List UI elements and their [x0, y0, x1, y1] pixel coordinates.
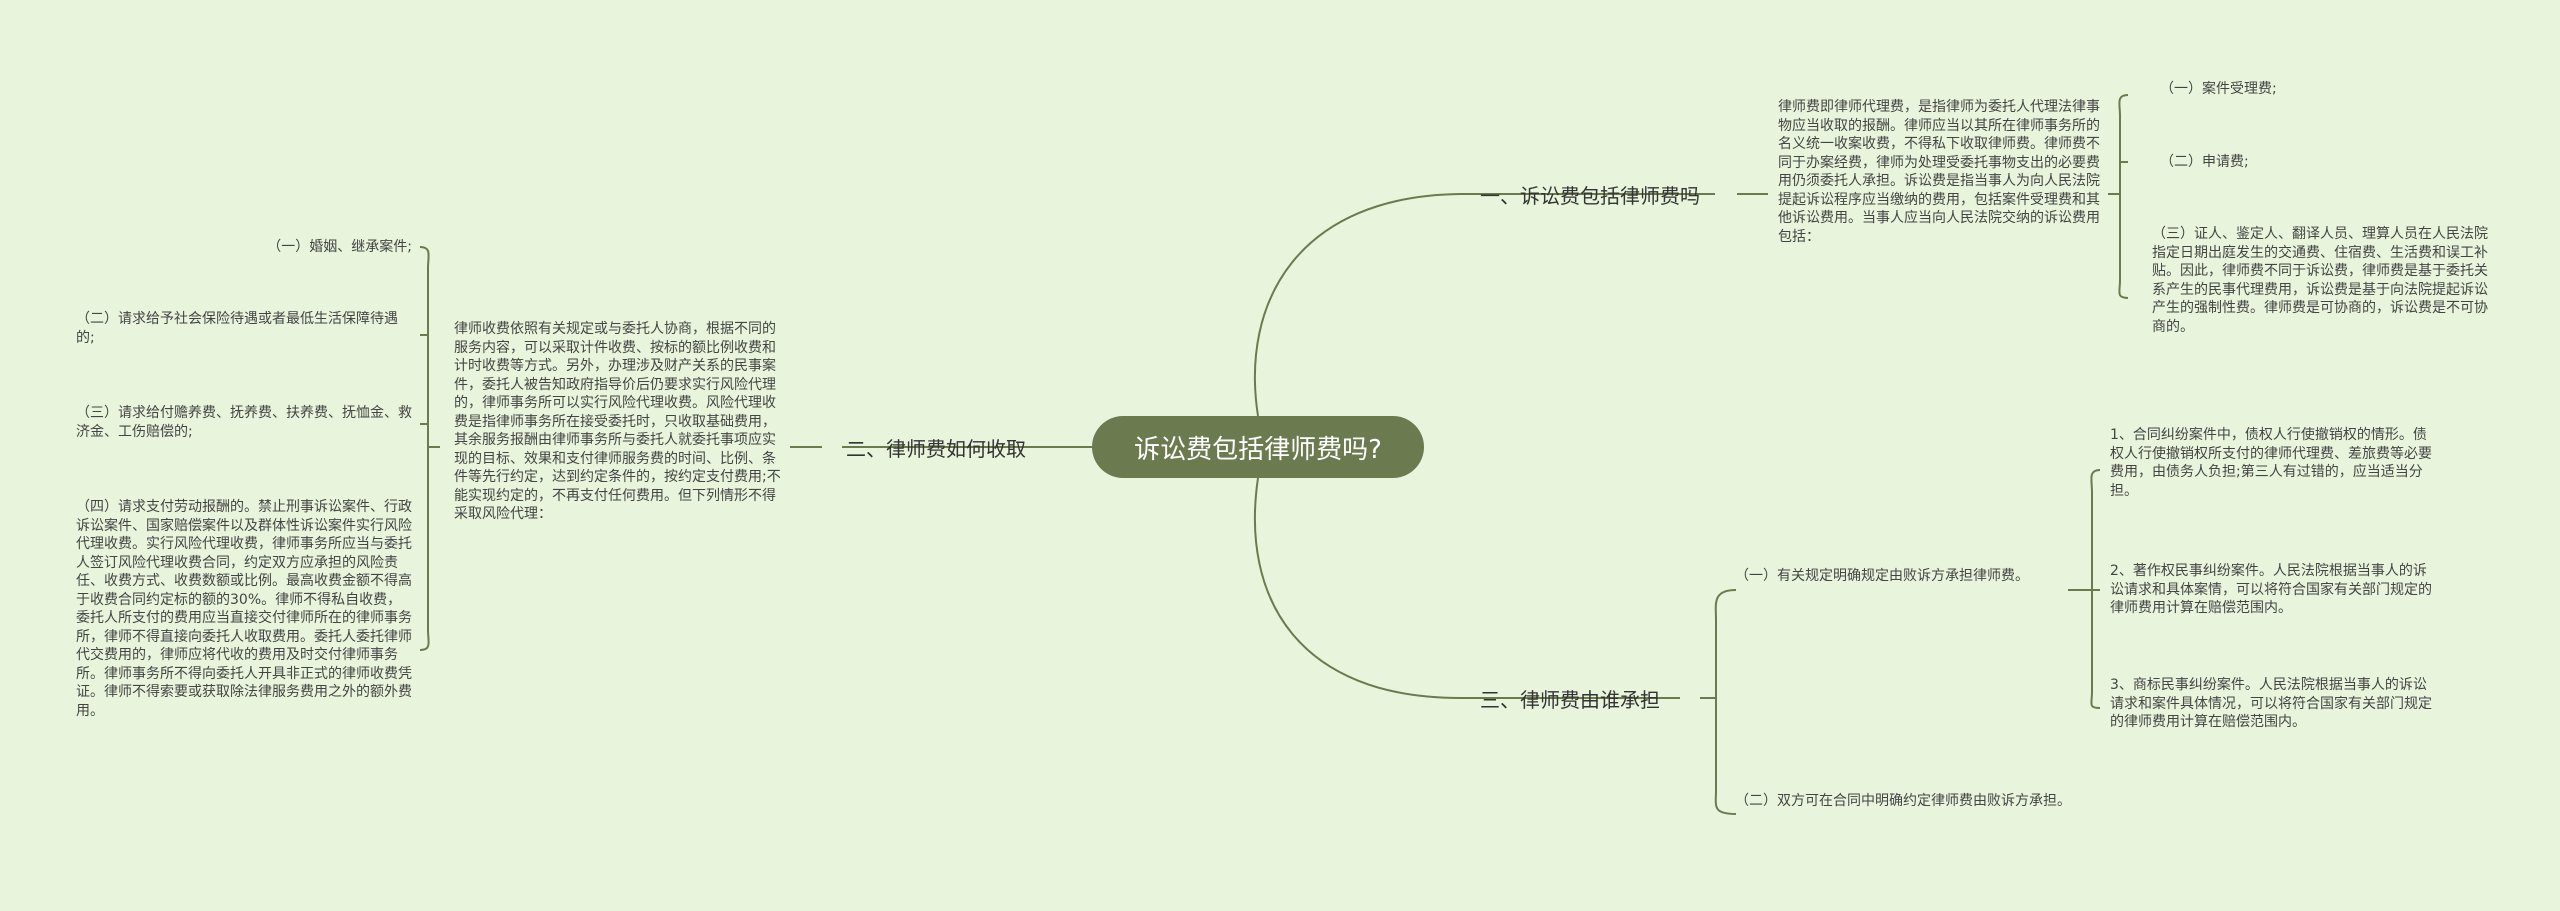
- branch-3-sub-1-item-3: 3、商标民事纠纷案件。人民法院根据当事人的诉讼请求和案件具体情况，可以将符合国家…: [2110, 676, 2440, 732]
- branch-2-title: 二、律师费如何收取: [846, 437, 1026, 461]
- branch-1-item-1: （一）案件受理费;: [2160, 80, 2490, 99]
- branch-2-item-3-text: （三）请求给付赡养费、抚养费、扶养费、抚恤金、救济金、工伤赔偿的;: [76, 405, 412, 440]
- branch-2-description: 律师收费依照有关规定或与委托人协商，根据不同的服务内容，可以采取计件收费、按标的…: [454, 320, 784, 524]
- root-title: 诉讼费包括律师费吗?: [1134, 434, 1382, 465]
- branch-3-sub-1-item-3-text: 3、商标民事纠纷案件。人民法院根据当事人的诉讼请求和案件具体情况，可以将符合国家…: [2110, 677, 2432, 730]
- branch-1-description-text: 律师费即律师代理费，是指律师为委托人代理法律事物应当收取的报酬。律师应当以其所在…: [1778, 99, 2100, 245]
- branch-3-sub-1-text: （一）有关规定明确规定由败诉方承担律师费。: [1735, 568, 2029, 584]
- branch-1-item-3-text: （三）证人、鉴定人、翻译人员、理算人员在人民法院指定日期出庭发生的交通费、住宿费…: [2152, 226, 2488, 335]
- root-topic[interactable]: 诉讼费包括律师费吗?: [1092, 416, 1424, 478]
- branch-3-sub-2-text: （二）双方可在合同中明确约定律师费由败诉方承担。: [1735, 793, 2071, 809]
- branch-2-item-2-text: （二）请求给予社会保险待遇或者最低生活保障待遇的;: [76, 311, 398, 346]
- branch-2-item-1-text: （一）婚姻、继承案件;: [267, 239, 412, 255]
- branch-3-sub-1-item-1-text: 1、合同纠纷案件中，债权人行使撤销权的情形。债权人行使撤销权所支付的律师代理费、…: [2110, 427, 2432, 499]
- branch-2-item-1: （一）婚姻、继承案件;: [240, 238, 412, 257]
- branch-1-item-3: （三）证人、鉴定人、翻译人员、理算人员在人民法院指定日期出庭发生的交通费、住宿费…: [2152, 225, 2488, 336]
- branch-2-item-3: （三）请求给付赡养费、抚养费、扶养费、抚恤金、救济金、工伤赔偿的;: [76, 404, 412, 441]
- branch-3-topic[interactable]: 三、律师费由谁承担: [1480, 684, 1660, 713]
- branch-1-item-2-text: （二）申请费;: [2160, 154, 2249, 170]
- branch-1-description: 律师费即律师代理费，是指律师为委托人代理法律事物应当收取的报酬。律师应当以其所在…: [1778, 98, 2108, 246]
- branch-1-item-1-text: （一）案件受理费;: [2160, 81, 2277, 97]
- branch-2-topic[interactable]: 二、律师费如何收取: [846, 433, 1026, 462]
- branch-3-sub-2: （二）双方可在合同中明确约定律师费由败诉方承担。: [1735, 792, 2075, 811]
- branch-3-sub-1: （一）有关规定明确规定由败诉方承担律师费。: [1735, 567, 2075, 586]
- branch-2-item-4-text: （四）请求支付劳动报酬的。禁止刑事诉讼案件、行政诉讼案件、国家赔偿案件以及群体性…: [76, 499, 412, 719]
- branch-2-description-text: 律师收费依照有关规定或与委托人协商，根据不同的服务内容，可以采取计件收费、按标的…: [454, 321, 781, 522]
- branch-2-item-2: （二）请求给予社会保险待遇或者最低生活保障待遇的;: [76, 310, 412, 347]
- branch-2-item-4: （四）请求支付劳动报酬的。禁止刑事诉讼案件、行政诉讼案件、国家赔偿案件以及群体性…: [76, 498, 412, 720]
- branch-3-sub-1-item-2: 2、著作权民事纠纷案件。人民法院根据当事人的诉讼请求和具体案情，可以将符合国家有…: [2110, 562, 2440, 618]
- branch-1-topic[interactable]: 一、诉讼费包括律师费吗: [1480, 180, 1700, 209]
- branch-1-title: 一、诉讼费包括律师费吗: [1480, 184, 1700, 208]
- branch-3-sub-1-item-2-text: 2、著作权民事纠纷案件。人民法院根据当事人的诉讼请求和具体案情，可以将符合国家有…: [2110, 563, 2432, 616]
- branch-3-sub-1-item-1: 1、合同纠纷案件中，债权人行使撤销权的情形。债权人行使撤销权所支付的律师代理费、…: [2110, 426, 2440, 500]
- branch-1-item-2: （二）申请费;: [2160, 153, 2490, 172]
- branch-3-title: 三、律师费由谁承担: [1480, 688, 1660, 712]
